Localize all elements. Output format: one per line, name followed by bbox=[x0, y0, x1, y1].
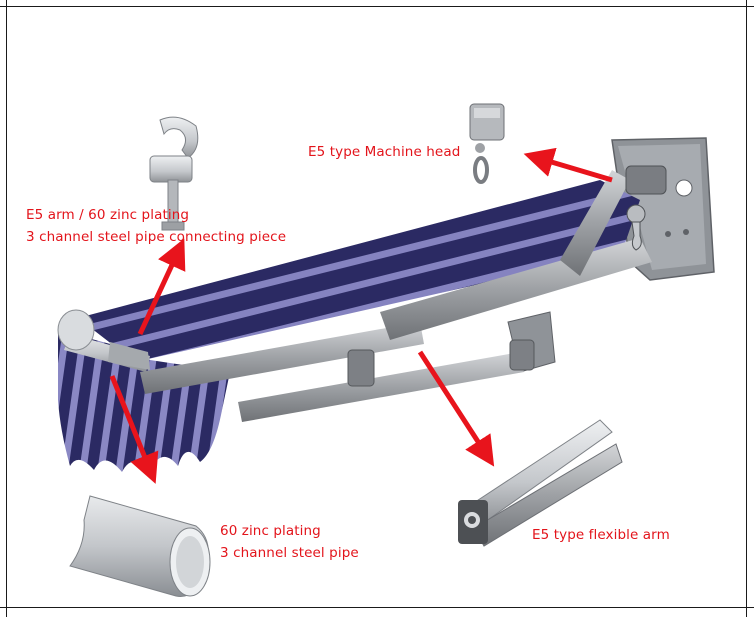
frame-bottom-line bbox=[0, 607, 754, 608]
arm-connecting-piece-label-line1: E5 arm / 60 zinc plating bbox=[26, 207, 190, 223]
flexible-arm-part bbox=[458, 419, 623, 547]
steel-pipe-label-line2: 3 channel steel pipe bbox=[220, 545, 359, 561]
mounted-machine-head bbox=[625, 165, 667, 251]
arm-connecting-piece-label-line2: 3 channel steel pipe connecting piece bbox=[26, 229, 287, 245]
folding-arms bbox=[140, 170, 652, 422]
frame-left-line bbox=[6, 0, 7, 617]
frame-right-line bbox=[746, 0, 747, 617]
steel-pipe-label-line1: 60 zinc plating bbox=[220, 523, 321, 539]
machine-head-part bbox=[469, 103, 505, 184]
steel-pipe-part bbox=[69, 495, 211, 597]
awning-fabric bbox=[58, 180, 640, 472]
arm-connecting-piece bbox=[149, 116, 199, 231]
frame-top-line bbox=[0, 6, 754, 7]
machine-head-label: E5 type Machine head bbox=[308, 144, 461, 160]
flexible-arm-label: E5 type flexible arm bbox=[532, 527, 670, 543]
arrow-machine-head bbox=[523, 147, 613, 183]
arrow-flexible-arm bbox=[417, 350, 495, 467]
arrow-steel-pipe bbox=[109, 375, 159, 484]
arrow-arm-connecting-piece bbox=[137, 238, 186, 336]
callout-arrows bbox=[109, 147, 613, 484]
front-roller-bar bbox=[57, 309, 150, 372]
